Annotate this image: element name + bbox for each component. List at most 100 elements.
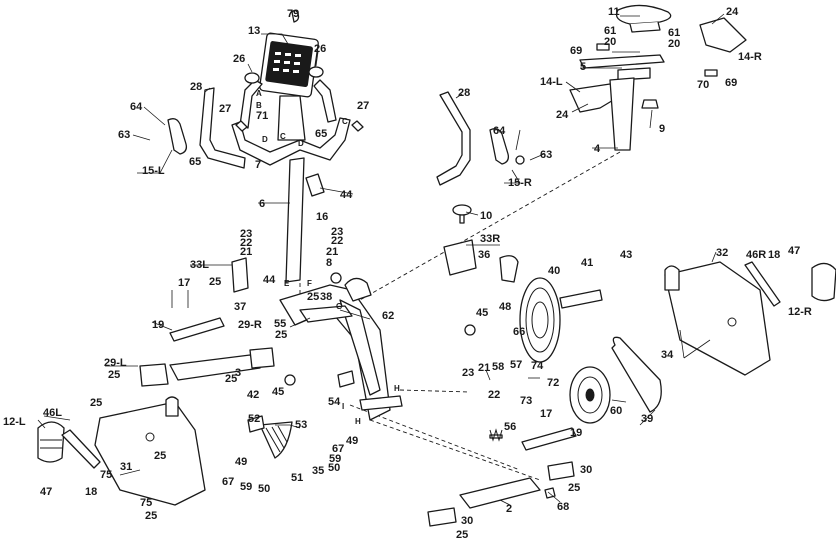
callout-label: 16 bbox=[316, 211, 328, 223]
callout-labels: 79 13 26 26 11 24 61 61 20 20 69 14-R 5 … bbox=[3, 6, 812, 541]
callout-label: 29-R bbox=[238, 319, 262, 331]
callout-label: 63 bbox=[540, 149, 552, 161]
right-chain-cover bbox=[664, 261, 771, 376]
callout-label: 14-L bbox=[540, 76, 563, 88]
callout-label: 50 bbox=[258, 483, 270, 495]
callout-label: 21 bbox=[326, 246, 338, 258]
callout-label: 19 bbox=[570, 427, 582, 439]
callout-label: 19 bbox=[152, 319, 164, 331]
callout-label: 64 bbox=[493, 125, 506, 137]
callout-label: 20 bbox=[604, 36, 616, 48]
callout-label: 18 bbox=[768, 249, 780, 261]
crank-arm-left bbox=[169, 317, 225, 342]
callout-label: 22 bbox=[488, 389, 500, 401]
callout-label: 25 bbox=[225, 373, 237, 385]
callout-label: 28 bbox=[190, 81, 202, 93]
connection-letter: I bbox=[342, 402, 344, 411]
connection-letter: B bbox=[256, 101, 262, 110]
seat-slider bbox=[569, 17, 747, 151]
callout-label: 32 bbox=[716, 247, 728, 259]
callout-label: 49 bbox=[235, 456, 247, 468]
callout-label: 14-R bbox=[738, 51, 762, 63]
callout-label: 29-L bbox=[104, 357, 127, 369]
callout-label: 25 bbox=[209, 276, 221, 288]
callout-label: 6 bbox=[259, 198, 265, 210]
callout-label: 73 bbox=[520, 395, 532, 407]
callout-label: 31 bbox=[120, 461, 132, 473]
callout-label: 65 bbox=[189, 156, 201, 168]
callout-label: 12-L bbox=[3, 416, 26, 428]
callout-label: 25 bbox=[154, 450, 166, 462]
callout-label: 56 bbox=[504, 421, 516, 433]
callout-label: 11 bbox=[608, 6, 620, 18]
connection-letter: H bbox=[355, 417, 361, 426]
callout-label: 75 bbox=[100, 469, 112, 481]
connection-letter: G bbox=[336, 302, 342, 311]
callout-label: 26 bbox=[314, 43, 326, 55]
callout-label: 57 bbox=[510, 359, 522, 371]
flywheel bbox=[569, 366, 611, 424]
pedal-strap-left bbox=[61, 429, 101, 469]
callout-label: 38 bbox=[320, 291, 332, 303]
seat bbox=[615, 4, 672, 33]
connection-letter: D bbox=[262, 135, 268, 144]
callout-label: 23 bbox=[462, 367, 474, 379]
callout-label: 33L bbox=[190, 259, 209, 271]
pulley-wheel bbox=[519, 277, 603, 363]
callout-label: 79 bbox=[287, 8, 299, 20]
callout-label: 69 bbox=[570, 45, 582, 57]
callout-label: 21 bbox=[478, 362, 490, 374]
callout-label: 75 bbox=[140, 497, 152, 509]
callout-label: 52 bbox=[248, 413, 260, 425]
lower-handlebar-left bbox=[167, 87, 246, 169]
drive-belt bbox=[611, 336, 662, 413]
callout-label: 46R bbox=[746, 249, 766, 261]
callout-label: 15-R bbox=[508, 177, 532, 189]
callout-label: 59 bbox=[329, 453, 341, 465]
pedal-left bbox=[37, 421, 65, 463]
callout-label: 27 bbox=[219, 103, 231, 115]
connection-letter: H bbox=[394, 384, 400, 393]
callout-label: 34 bbox=[661, 349, 674, 361]
callout-label: 72 bbox=[547, 377, 559, 389]
callout-label: 21 bbox=[240, 246, 252, 258]
callout-label: 17 bbox=[540, 408, 552, 420]
crank-arm-right bbox=[521, 427, 577, 451]
callout-label: 25 bbox=[456, 529, 468, 541]
callout-label: 24 bbox=[556, 109, 569, 121]
callout-label: 12-R bbox=[788, 306, 812, 318]
callout-label: 24 bbox=[726, 6, 739, 18]
callout-label: 69 bbox=[725, 77, 737, 89]
callout-label: 54 bbox=[328, 396, 341, 408]
callout-label: 42 bbox=[247, 389, 259, 401]
connection-letter: A bbox=[256, 89, 262, 98]
callout-label: 37 bbox=[234, 301, 246, 313]
callout-label: 44 bbox=[340, 189, 353, 201]
callout-label: 25 bbox=[90, 397, 102, 409]
callout-label: 71 bbox=[256, 110, 268, 122]
callout-label: 47 bbox=[40, 486, 52, 498]
callout-label: 48 bbox=[499, 301, 511, 313]
callout-label: 68 bbox=[557, 501, 569, 513]
callout-label: 55 bbox=[274, 318, 286, 330]
pedal-right bbox=[811, 262, 836, 302]
callout-label: 51 bbox=[291, 472, 303, 484]
console-display bbox=[259, 9, 319, 98]
callout-label: 10 bbox=[480, 210, 492, 222]
connection-letter: F bbox=[307, 279, 312, 288]
handlebar-assembly bbox=[231, 66, 364, 166]
callout-label: 27 bbox=[357, 100, 369, 112]
callout-label: 22 bbox=[240, 237, 252, 249]
misc-brackets bbox=[231, 173, 556, 499]
callout-label: 67 bbox=[332, 443, 344, 455]
callout-label: 26 bbox=[233, 53, 245, 65]
connection-letter: C bbox=[342, 117, 348, 126]
callout-label: 4 bbox=[594, 143, 601, 155]
callout-label: 22 bbox=[331, 235, 343, 247]
callout-label: 35 bbox=[312, 465, 324, 477]
callout-label: 61 bbox=[604, 25, 616, 37]
callout-label: 3 bbox=[235, 367, 241, 379]
callout-label: 43 bbox=[620, 249, 632, 261]
callout-label: 65 bbox=[315, 128, 327, 140]
